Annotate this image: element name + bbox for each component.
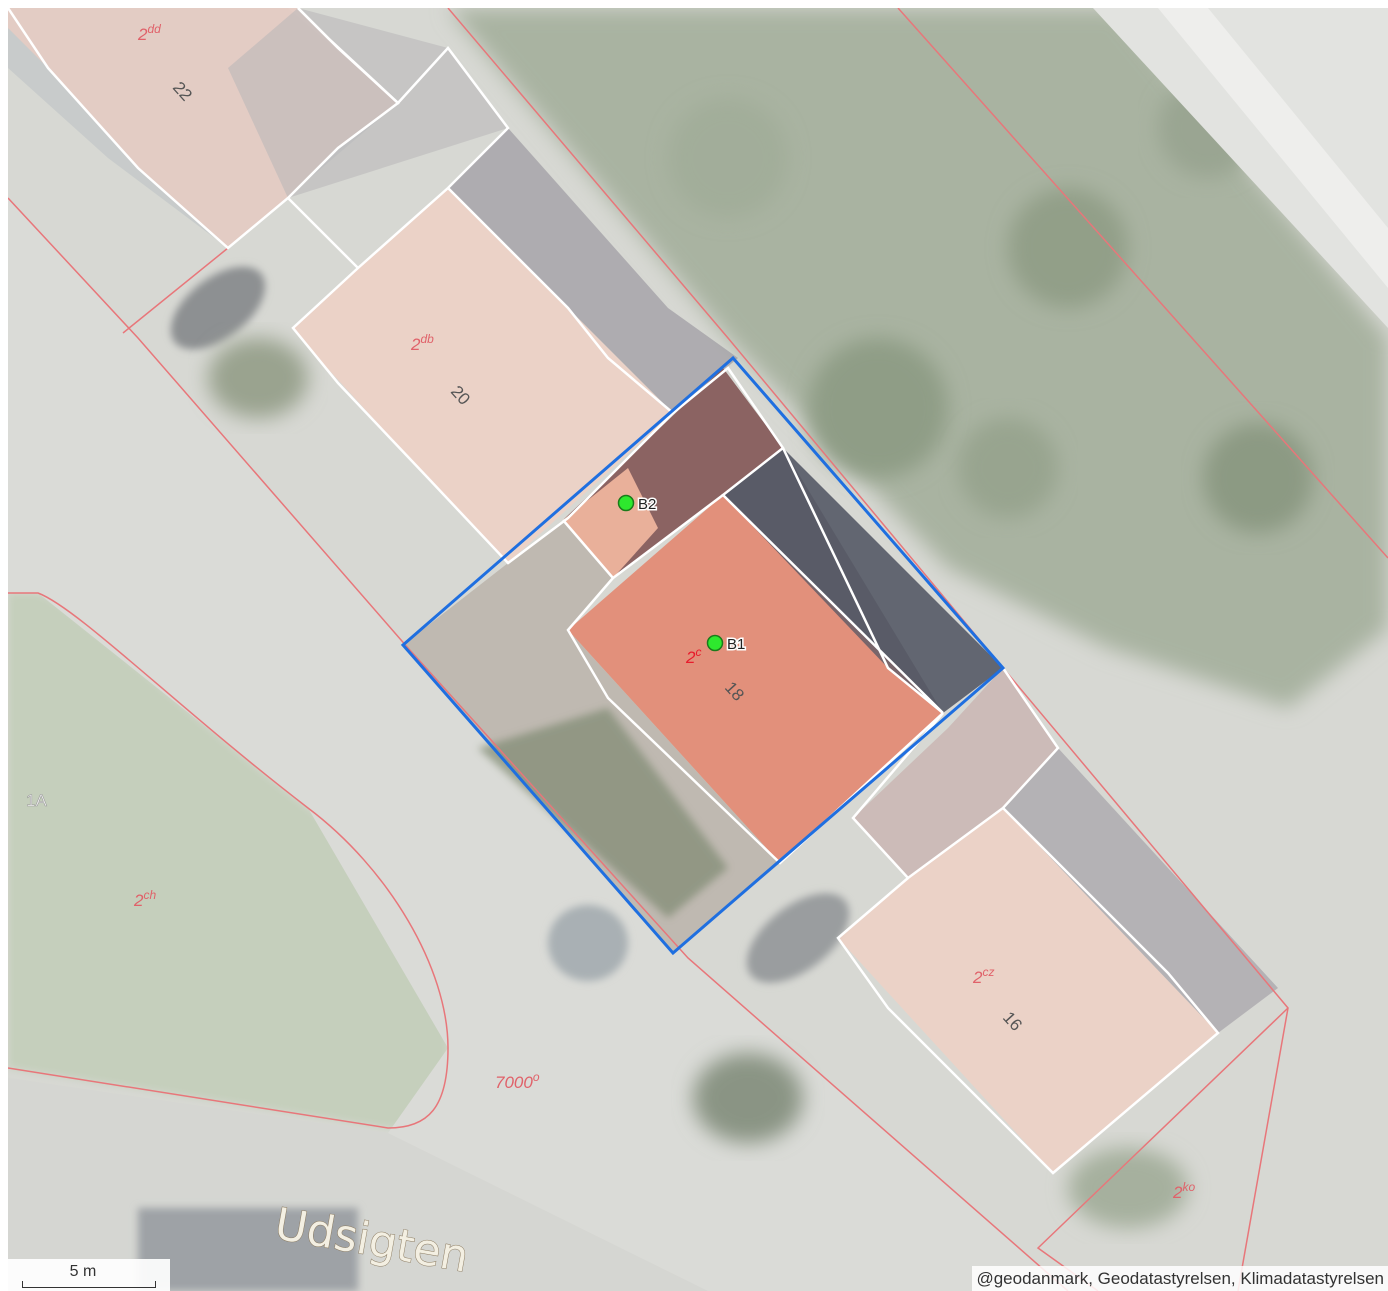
map-view[interactable]: Udsigten 1A 2dd 2db 2cz 2ch 2ko 7000o 2c… [8, 8, 1388, 1291]
map-attribution: @geodanmark, Geodatastyrelsen, Klimadata… [972, 1266, 1388, 1291]
marker-b1[interactable]: B1 [706, 634, 747, 655]
marker-b2-dot [617, 494, 635, 512]
map-canvas[interactable]: Udsigten 1A 2dd 2db 2cz 2ch 2ko 7000o 2c… [8, 8, 1388, 1291]
marker-b2-label: B2 [638, 496, 656, 513]
selected-parcel-outline[interactable] [400, 355, 1006, 956]
parcel-label-selected: 2c [685, 645, 701, 667]
parcel-label: 7000o [495, 1070, 540, 1092]
marker-b1-dot [706, 634, 724, 652]
parcel-label: 2ch [133, 888, 156, 910]
marker-b1-label: B1 [727, 636, 745, 653]
parcel-label: 2dd [137, 22, 161, 44]
parcel-label: 2db [410, 332, 434, 354]
parcel-label: 2cz [972, 965, 994, 987]
marker-b2[interactable]: B2 [617, 494, 658, 515]
area-label: 1A [26, 791, 47, 810]
parcel-labels: 2dd 2db 2cz 2ch 2ko 7000o 2c [133, 22, 1195, 1202]
scale-bar-line [22, 1281, 156, 1288]
parcel-label: 2ko [1172, 1180, 1195, 1202]
aerial-imagery [8, 8, 1388, 1291]
scale-bar-label: 5 m [69, 1263, 97, 1280]
building-roofs [8, 8, 1278, 1173]
scale-bar: 5 m [8, 1259, 170, 1291]
